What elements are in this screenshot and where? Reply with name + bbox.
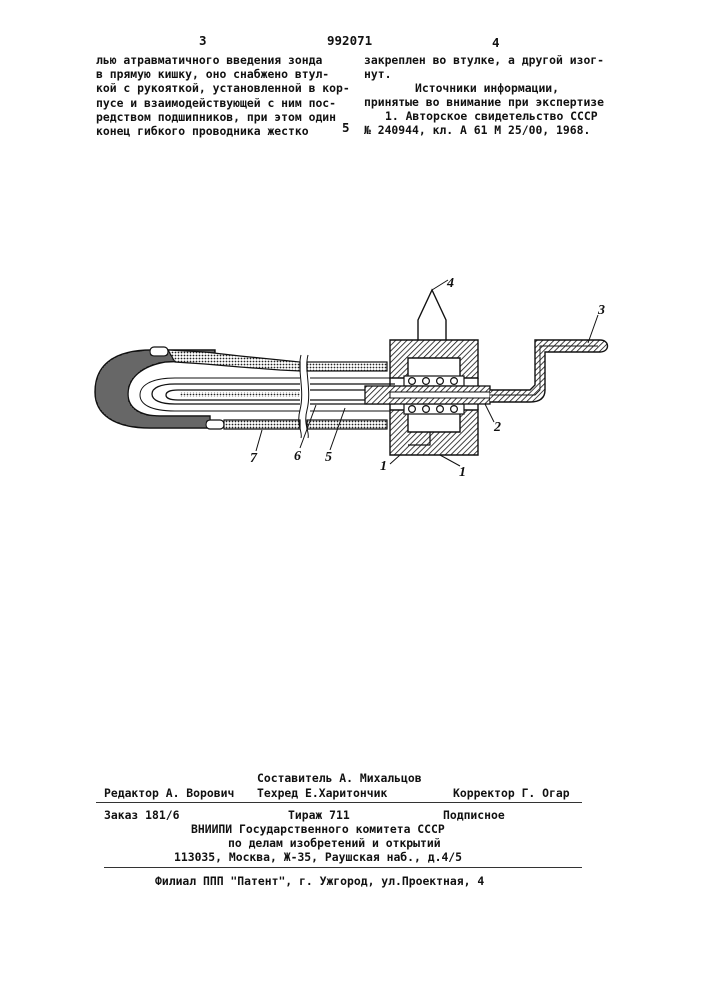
label-2: 2	[493, 420, 501, 435]
arrow-4	[418, 290, 446, 340]
flexible-guide	[140, 378, 395, 411]
footer-branch: Филиал ППП "Патент", г. Ужгород, ул.Прое…	[155, 875, 484, 889]
footer-address: 113035, Москва, Ж-35, Раушская наб., д.4…	[174, 851, 462, 865]
footer-techred: Техред Е.Харитончик	[257, 787, 387, 801]
footer-circulation: Тираж 711	[288, 809, 350, 823]
label-1-left: 1	[380, 459, 387, 474]
label-4: 4	[446, 276, 454, 291]
label-3: 3	[597, 303, 605, 318]
sleeve	[365, 386, 490, 404]
bearing-bottom	[404, 404, 464, 414]
footer-rule	[96, 802, 582, 803]
label-5: 5	[325, 450, 332, 465]
footer-order: Заказ 181/6	[104, 809, 179, 823]
footer-editor: Редактор А. Ворович	[104, 787, 234, 801]
label-6: 6	[294, 449, 301, 464]
footer-org-line2: по делам изобретений и открытий	[228, 837, 441, 851]
handle	[490, 340, 608, 402]
footer-org-line1: ВНИИПИ Государственного комитета СССР	[191, 823, 445, 837]
label-7: 7	[250, 451, 258, 466]
footer-rule	[104, 867, 582, 868]
label-1-right: 1	[459, 465, 466, 480]
bearing-top	[404, 376, 464, 386]
footer-corrector: Корректор Г. Огар	[453, 787, 570, 801]
footer-subscription: Подписное	[443, 809, 505, 823]
footer-compiler: Составитель А. Михальцов	[257, 772, 422, 786]
